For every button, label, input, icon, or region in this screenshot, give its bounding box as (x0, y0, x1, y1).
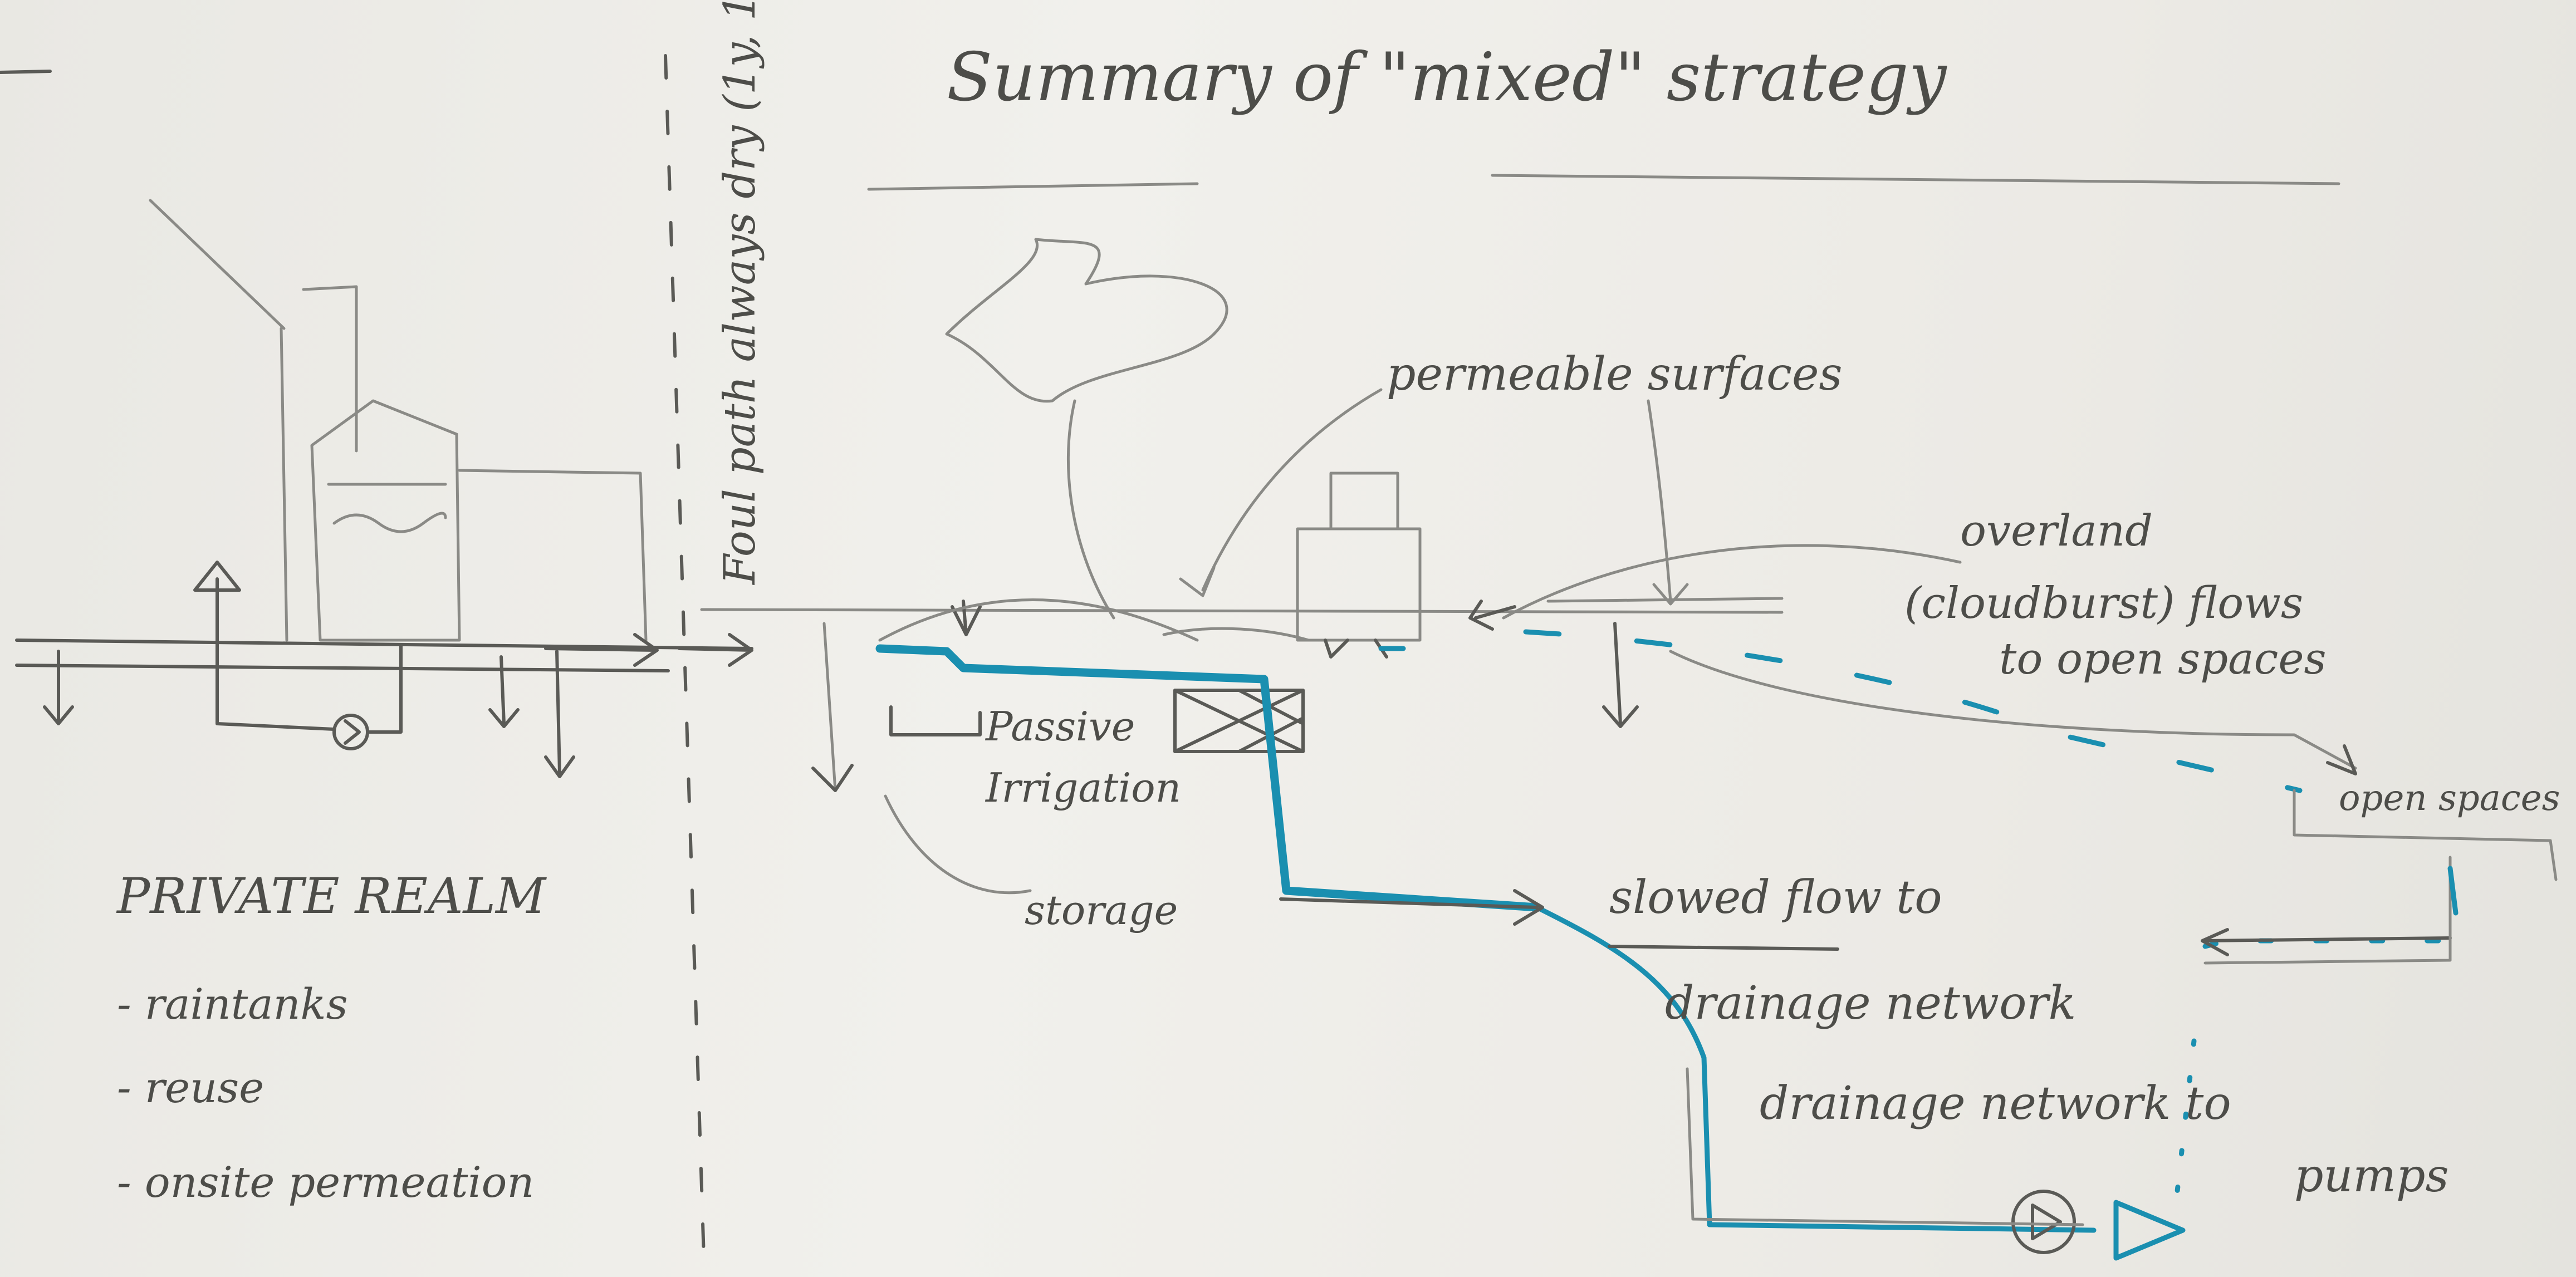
slowed-flow-label-1: slowed flow to (1609, 871, 1942, 924)
title-rule-right (1492, 175, 2339, 184)
title: Summary of "mixed" strategy (947, 39, 1948, 116)
cloudburst-label: (cloudburst) flows (1904, 578, 2303, 628)
drainage-label-2: pumps (2294, 1150, 2449, 1202)
private-realm-heading: PRIVATE REALM (116, 867, 547, 925)
realm-divider (665, 56, 704, 1275)
slowed-flow-label-2: drainage network (1665, 977, 2076, 1030)
permeable-leader-2 (1648, 401, 1671, 601)
drainage-label-1: drainage network to (1760, 1077, 2231, 1130)
top-left-tick (0, 71, 50, 72)
permeable-leader-1 (1203, 390, 1381, 590)
storage-label: storage (1025, 887, 1178, 934)
house-sketch (17, 200, 752, 777)
to-open-spaces-label: to open spaces (1999, 634, 2327, 684)
slowed-underline (1609, 946, 1838, 949)
private-realm-item-1: - raintanks (117, 979, 348, 1029)
passive-label: Passive (985, 703, 1135, 750)
title-rule-left (869, 184, 1197, 189)
open-spaces-label: open spaces (2339, 778, 2560, 819)
cloud-sketch (947, 239, 1227, 618)
private-realm-item-3: - onsite permeation (117, 1157, 534, 1207)
private-realm-item-2: - reuse (117, 1063, 264, 1112)
permeable-leader-1-head (1181, 568, 1214, 596)
vertical-note: Foul path always dry (1y, 1/100) (715, 0, 765, 586)
irrigation-label: Irrigation (985, 764, 1181, 811)
permeable-label: permeable surfaces (1387, 348, 1843, 401)
overland-label: overland (1960, 506, 2153, 556)
